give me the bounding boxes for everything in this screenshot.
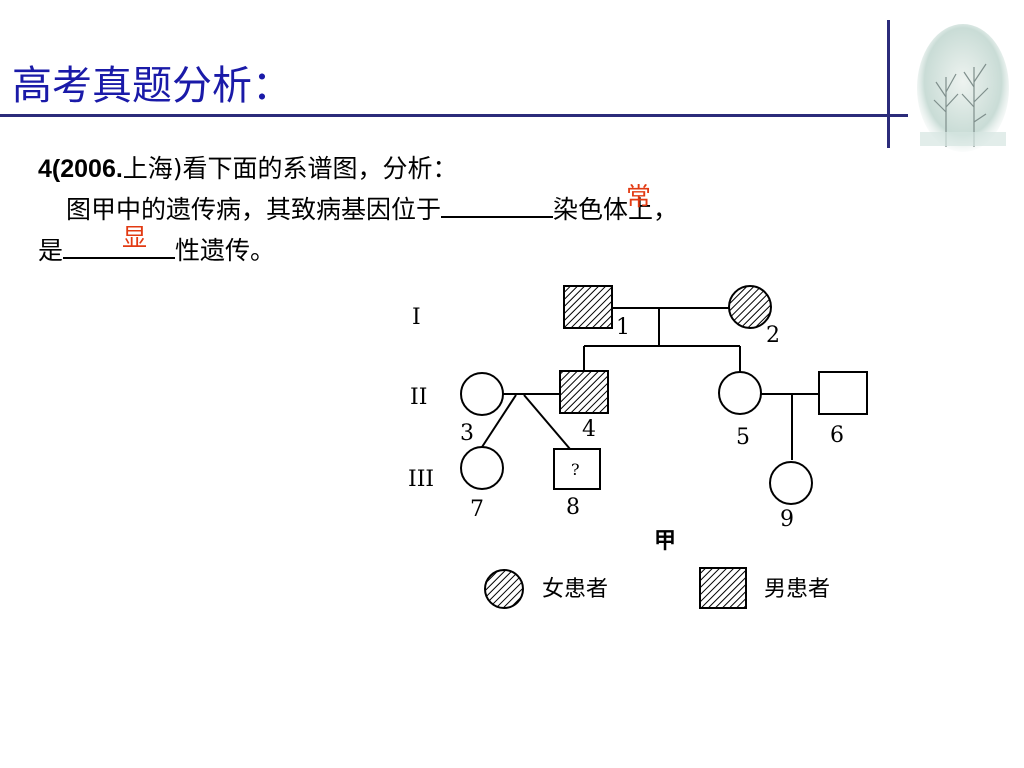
individual-number-5: 5 [736, 425, 750, 450]
answer-inheritance: 显 [122, 223, 148, 252]
question-text-part: 图甲中的遗传病，其致病基因位于 [66, 195, 442, 224]
title-underline [0, 114, 908, 117]
individual-number-4: 4 [582, 417, 596, 442]
individual-number-8: 8 [566, 495, 580, 520]
individual-number-9: 9 [780, 507, 794, 532]
individual-2-affected-female [728, 285, 772, 329]
generation-label-2: II [410, 385, 427, 410]
individual-8-unknown-male [553, 448, 601, 490]
question-line-1: 4(2006.上海)看下面的系谱图，分析： [38, 152, 458, 186]
individual-4-affected-male [559, 370, 609, 414]
individual-3-unaffected-female [460, 372, 504, 416]
individual-number-3: 3 [460, 421, 474, 446]
individual-number-6: 6 [830, 423, 844, 448]
individual-number-2: 2 [766, 323, 780, 348]
individual-7-unaffected-female [460, 446, 504, 490]
legend-male-affected-symbol [699, 567, 747, 609]
individual-1-affected-male [563, 285, 613, 329]
unknown-status-mark: ? [571, 460, 580, 479]
legend-female-affected-label: 女患者 [542, 577, 608, 602]
descent-line-to-8 [523, 394, 571, 450]
generation-label-1: I [412, 305, 421, 330]
slide-title: 高考真题分析： [12, 63, 292, 109]
pedigree-chart: I II III 1 2 3 4 5 6 ? 7 8 9 甲 女患者 男患者 [408, 285, 868, 609]
generation-label-3: III [408, 467, 434, 492]
question-text-part: 染色体上， [553, 195, 679, 224]
descent-line-to-7 [481, 394, 517, 448]
pedigree-caption: 甲 [654, 528, 676, 554]
question-line-3: 是 性遗传。 [38, 234, 275, 268]
question-text-part: 是 [38, 236, 64, 265]
legend-female-affected-symbol [484, 569, 524, 609]
question-number: 4(2006. [38, 155, 123, 183]
winter-tree-picture [917, 24, 1009, 152]
individual-5-unaffected-female [718, 371, 762, 415]
answer-blank-2 [63, 235, 176, 259]
legend-male-affected-label: 男患者 [764, 577, 830, 602]
individual-number-7: 7 [470, 497, 484, 522]
title-vertical-rule [887, 20, 890, 148]
answer-blank-1 [441, 194, 554, 218]
individual-9-unaffected-female [769, 461, 813, 505]
question-text-part: 性遗传。 [175, 236, 276, 265]
individual-6-unaffected-male [818, 371, 868, 415]
individual-number-1: 1 [616, 315, 630, 340]
question-line-2: 图甲中的遗传病，其致病基因位于 染色体上， [66, 193, 678, 227]
answer-chromosome: 常 [626, 182, 652, 211]
question-intro: 上海)看下面的系谱图，分析： [122, 154, 458, 183]
